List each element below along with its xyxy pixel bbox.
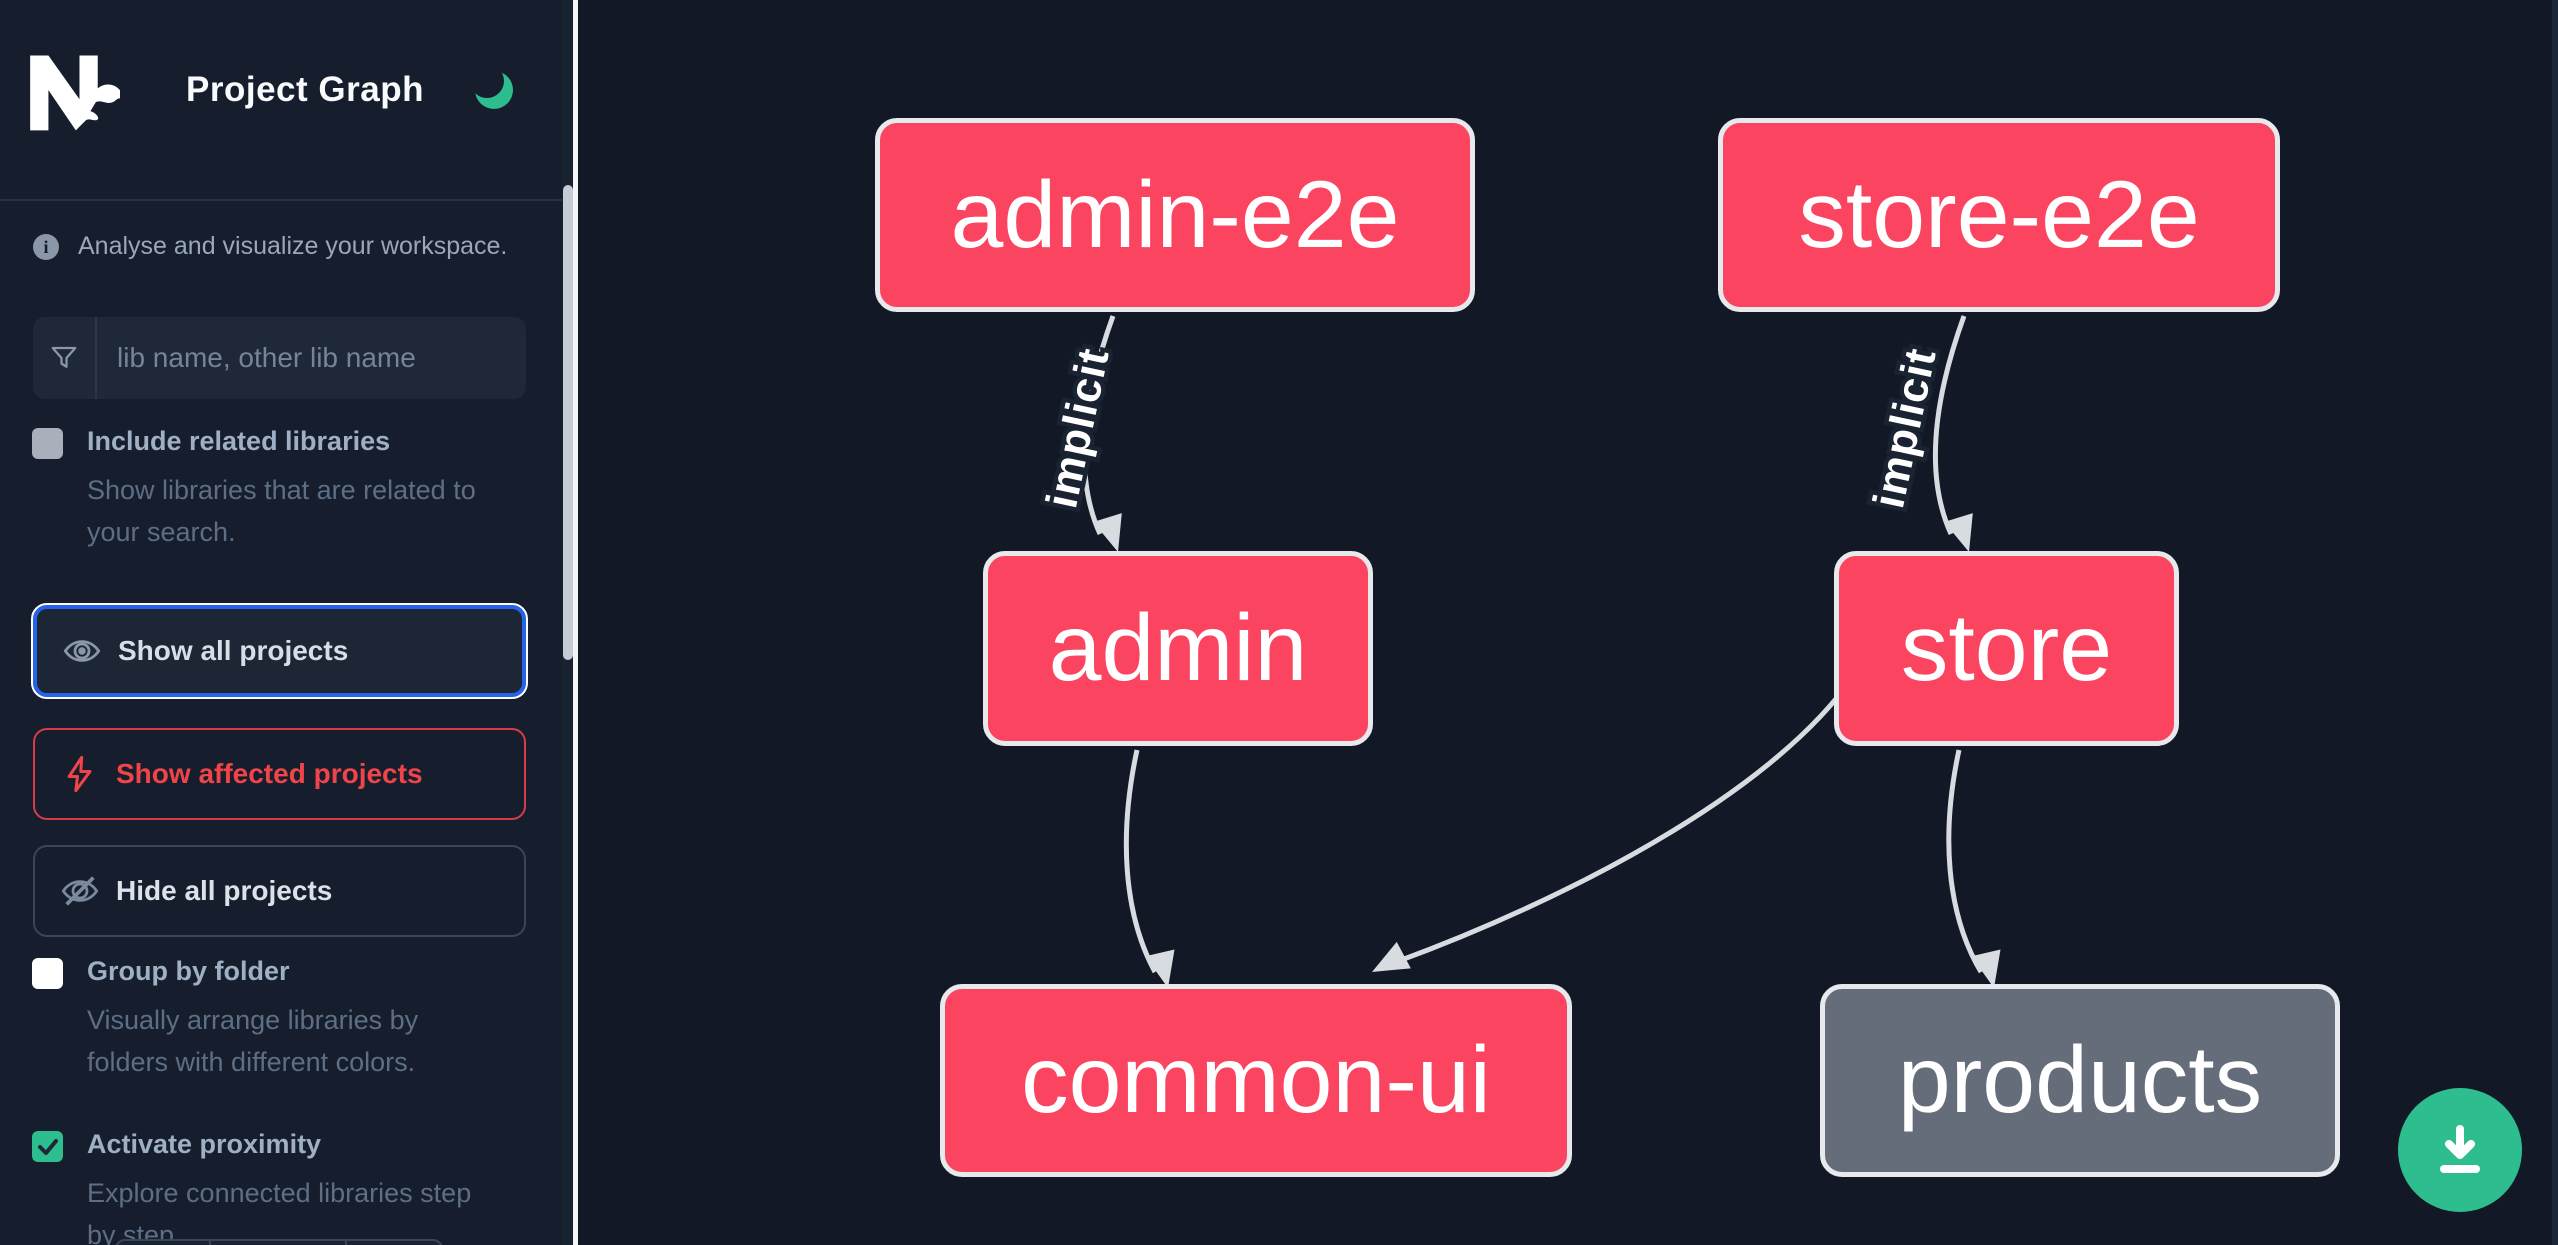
eye-slash-icon	[61, 876, 99, 906]
graph-node-admin-e2e[interactable]: admin-e2e	[875, 118, 1475, 312]
download-image-button[interactable]	[2398, 1088, 2522, 1212]
checkmark-icon	[37, 1138, 58, 1155]
stepper-value	[211, 1241, 348, 1245]
filter-funnel-icon	[33, 317, 97, 399]
nx-logo-icon	[30, 55, 120, 131]
eye-icon	[63, 640, 101, 662]
activate-proximity-row: Activate proximity Explore connected lib…	[32, 1129, 532, 1245]
show-all-projects-label: Show all projects	[118, 635, 349, 666]
arrowhead	[1971, 949, 2001, 988]
activate-proximity-checkbox[interactable]	[32, 1131, 63, 1162]
info-text: Analyse and visualize your workspace.	[78, 232, 508, 260]
arrowhead	[1944, 513, 1973, 552]
graph-node-products[interactable]: products	[1820, 984, 2340, 1177]
arrowhead	[1372, 941, 1411, 972]
graph-node-store[interactable]: store	[1834, 551, 2179, 746]
activate-proximity-description: Explore connected libraries step by step…	[87, 1178, 472, 1245]
group-by-folder-description: Visually arrange libraries by folders wi…	[87, 1005, 419, 1077]
lightning-bolt-icon	[67, 755, 92, 793]
arrowhead	[1093, 513, 1122, 552]
sidebar-header: Project Graph	[0, 0, 562, 201]
sidebar-scrollbar-track[interactable]	[562, 0, 573, 1245]
activate-proximity-label: Activate proximity	[87, 1129, 322, 1159]
edge-label-implicit: implicit	[1864, 344, 1946, 513]
include-related-checkbox[interactable]	[32, 428, 63, 459]
edge-store-e2e-store	[1932, 315, 1967, 536]
arrowhead	[1145, 949, 1175, 988]
include-related-row: Include related libraries Show libraries…	[32, 426, 532, 553]
download-icon	[2440, 1125, 2480, 1173]
workspace-info: i Analyse and visualize your workspace.	[33, 232, 507, 261]
info-icon: i	[33, 233, 59, 260]
moon-icon[interactable]	[470, 66, 516, 112]
hide-all-projects-label: Hide all projects	[116, 875, 333, 906]
edge-label-implicit: implicit	[1037, 344, 1119, 513]
show-affected-projects-label: Show affected projects	[116, 758, 423, 789]
group-by-folder-row: Group by folder Visually arrange librari…	[32, 956, 532, 1083]
graph-node-label: store	[1900, 595, 2113, 701]
stepper-decrement[interactable]	[117, 1241, 211, 1245]
group-by-folder-checkbox[interactable]	[32, 958, 63, 989]
show-all-projects-button[interactable]: Show all projects	[31, 603, 528, 699]
graph-node-label: admin	[1048, 595, 1308, 701]
graph-node-label: admin-e2e	[950, 161, 1400, 268]
edge-store-common-ui	[1395, 676, 1855, 965]
graph-node-admin[interactable]: admin	[983, 551, 1373, 746]
sidebar: Project Graph i Analyse and visualize yo…	[0, 0, 562, 1245]
sidebar-scrollbar-thumb[interactable]	[563, 185, 573, 660]
graph-node-common-ui[interactable]: common-ui	[940, 984, 1572, 1177]
show-affected-projects-button[interactable]: Show affected projects	[33, 728, 526, 820]
group-by-folder-label: Group by folder	[87, 956, 290, 986]
graph-node-label: common-ui	[1021, 1027, 1491, 1133]
include-related-label: Include related libraries	[87, 426, 391, 456]
search-box	[33, 317, 526, 399]
sidebar-canvas-divider	[573, 0, 578, 1245]
include-related-description: Show libraries that are related to your …	[87, 475, 476, 547]
graph-node-store-e2e[interactable]: store-e2e	[1718, 118, 2280, 312]
edge-admin-common-ui	[1123, 749, 1158, 974]
edge-admin-e2e-admin	[1081, 315, 1116, 536]
hide-all-projects-button[interactable]: Hide all projects	[33, 845, 526, 937]
edge-store-products	[1946, 749, 1984, 974]
page-title: Project Graph	[186, 70, 424, 109]
graph-node-label: store-e2e	[1798, 161, 2200, 268]
graph-node-label: products	[1897, 1027, 2263, 1133]
search-input[interactable]	[97, 317, 526, 399]
canvas-scrollbar[interactable]	[2552, 0, 2558, 1245]
